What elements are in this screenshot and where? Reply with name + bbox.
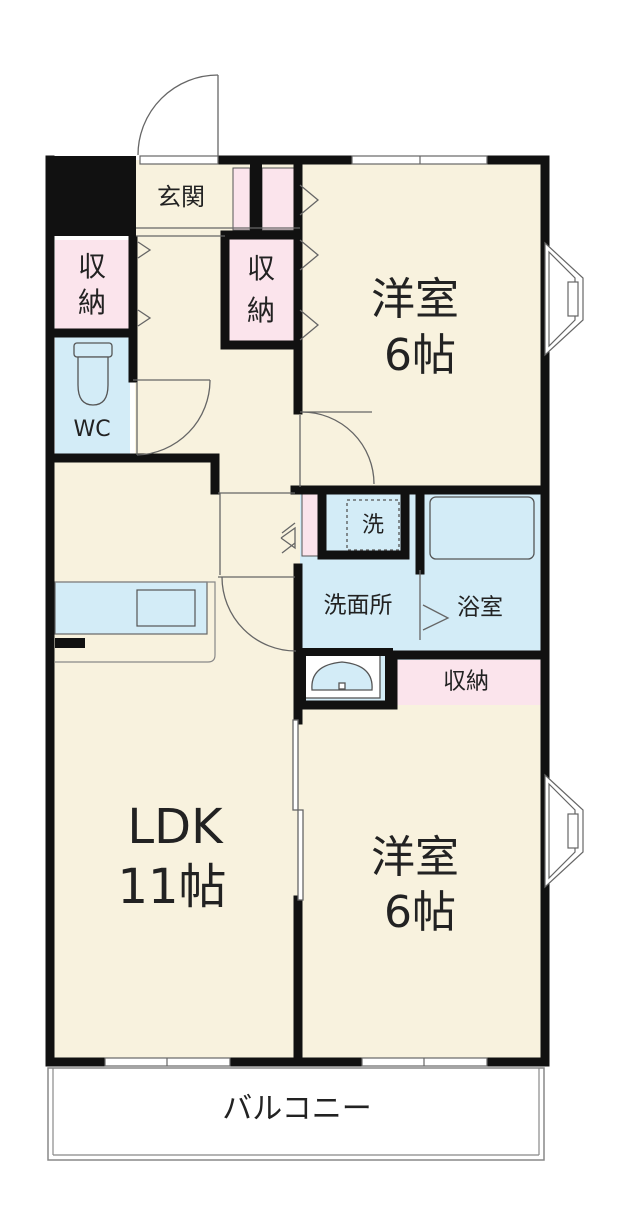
room-door-swing [301, 411, 375, 485]
wash-basin-drain [338, 682, 346, 690]
label-storage-bottom: 収納 [443, 669, 489, 695]
closet-fold [281, 522, 296, 534]
label-storage-mid-1: 収 [247, 252, 275, 285]
ldk-door-swing [221, 576, 297, 652]
washbasin-wall [298, 648, 393, 656]
closet-markers [137, 184, 320, 554]
label-washer: 洗 [362, 513, 384, 538]
label-storage-left-1: 収 [78, 250, 106, 283]
label-bath: 浴室 [457, 595, 503, 621]
bay-window-upper [544, 241, 584, 357]
washbasin-wall-side [385, 648, 393, 705]
closet-fold [137, 309, 152, 327]
pillar [46, 156, 136, 236]
label-wc: WC [73, 417, 110, 442]
bay-window-upper-inner [548, 250, 576, 348]
label-western-lower-name: 洋室 [371, 832, 459, 883]
closet-fold [299, 309, 320, 341]
label-entrance: 玄関 [157, 183, 205, 211]
wash-door [280, 526, 296, 550]
balcony [47, 1067, 545, 1161]
shoe-cabinet-1 [232, 167, 251, 231]
balcony-area [47, 1067, 545, 1161]
shoe-cabinet-2 [261, 167, 298, 231]
washbasin-wall-side [298, 648, 306, 705]
closet-fold [299, 184, 320, 216]
western-room-lower-floor [300, 705, 542, 1060]
label-western-upper-name: 洋室 [371, 274, 459, 325]
label-washroom: 洗面所 [324, 593, 393, 619]
bathtub [429, 496, 535, 560]
wash-basin-bowl [311, 661, 373, 691]
toilet-bowl [77, 356, 109, 406]
closet-fold [299, 239, 320, 271]
doors [133, 74, 450, 901]
label-western-upper-size: 6帖 [384, 330, 456, 381]
entrance-door-swing [137, 74, 219, 156]
storage-bottom-floor [393, 660, 542, 705]
bay-window-lower-inner [548, 782, 576, 880]
label-storage-left-2: 納 [78, 286, 106, 319]
kitchen-sink [136, 589, 196, 627]
storage-left-floor [55, 240, 130, 330]
bay-window-lower-pane [567, 813, 579, 849]
toilet-tank [73, 342, 113, 358]
bay-window-lower [544, 773, 584, 889]
wc-door-swing [136, 379, 211, 456]
washer-pan [346, 499, 400, 551]
bath-door [422, 604, 450, 631]
label-ldk-size: 11帖 [117, 859, 226, 915]
western-room-upper-floor [300, 160, 542, 490]
bay-window-upper-pane [567, 281, 579, 317]
label-balcony: バルコニー [222, 1092, 371, 1127]
closet-fold [137, 241, 152, 259]
label-ldk-name: LDK [127, 799, 224, 855]
ldk-floor [50, 460, 300, 1060]
label-western-lower-size: 6帖 [384, 887, 456, 938]
label-storage-mid-2: 納 [247, 294, 275, 327]
windows [104, 155, 584, 1067]
sliding-door [297, 809, 304, 901]
labels: 洋室 6帖 洋室 6帖 LDK 11帖 玄関 WC 洗面所 浴室 洗 収納 収 … [73, 183, 503, 1127]
window-entrance [139, 155, 219, 165]
kitchen-outline [55, 581, 216, 663]
storage-mid-floor [228, 237, 298, 345]
kitchen-wall-stub [55, 638, 85, 648]
closet-fold [281, 542, 296, 554]
pillar-small [250, 160, 262, 235]
sliding-door [292, 719, 299, 811]
